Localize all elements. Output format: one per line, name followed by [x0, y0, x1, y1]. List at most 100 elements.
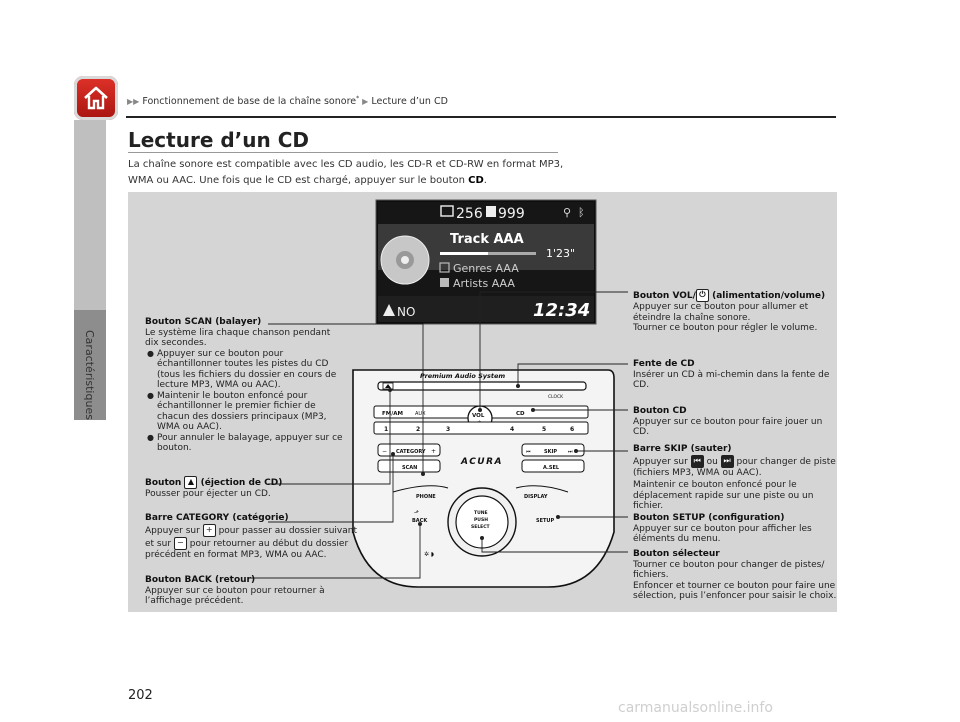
plus-icon: +	[202, 523, 216, 537]
watermark: carmanualsonline.info	[618, 700, 773, 716]
intro-button-name: CD	[468, 175, 484, 186]
label-category-title: Barre CATEGORY (catégorie)	[145, 513, 289, 523]
navigation-icon	[383, 304, 395, 316]
a-sel-label: A.SEL	[543, 465, 560, 471]
label-vol: Bouton VOL/⏻ (alimentation/volume) Appuy…	[633, 289, 833, 334]
preset-1-button: 1	[384, 426, 388, 433]
track-name: Track AAA	[450, 232, 524, 247]
illustration-panel: 256 999 ⚲ ᛒ Track AAA 1'23" Genres AAA A…	[128, 192, 837, 612]
label-eject-desc: Pousser pour éjecter un CD.	[145, 489, 271, 499]
skip-forward-icon: ⏭	[720, 454, 734, 468]
track-time: 1'23"	[546, 247, 575, 260]
footnote-mark: *	[356, 95, 360, 102]
fm-am-button: FM/AM	[382, 411, 403, 417]
label-back-title: Bouton BACK (retour)	[145, 575, 256, 585]
label-category-text: pour passer au dossier suivant	[218, 525, 357, 536]
page-title: Lecture d’un CD	[128, 128, 309, 152]
label-cd-desc: Appuyer sur ce bouton pour faire jouer u…	[633, 416, 823, 438]
label-eject-title: Bouton	[145, 478, 182, 488]
nav-direction: NO	[397, 305, 415, 319]
label-category: Barre CATEGORY (catégorie) Appuyer sur +…	[145, 513, 360, 560]
preset-row	[373, 421, 589, 435]
genre-icon	[439, 262, 450, 273]
intro-end: .	[483, 175, 487, 186]
back-button: BACK	[412, 518, 428, 524]
label-setup: Bouton SETUP (configuration) Appuyer sur…	[633, 513, 833, 545]
preset-5-button: 5	[542, 426, 546, 433]
folder-icon	[440, 205, 454, 217]
music-note-icon	[486, 206, 496, 217]
category-label: CATEGORY	[396, 449, 426, 455]
push-label: PUSH	[474, 517, 488, 523]
home-button[interactable]	[74, 76, 118, 120]
preset-6-button: 6	[570, 426, 574, 433]
tune-label: TUNE	[474, 510, 488, 516]
label-vol-title-end: (alimentation/volume)	[712, 291, 826, 301]
label-slot-title: Fente de CD	[633, 359, 695, 369]
label-skip: Barre SKIP (sauter) Appuyer sur ⏮ ou ⏭ p…	[633, 444, 837, 512]
leader-lines	[248, 291, 628, 579]
label-skip-text: ou	[706, 456, 718, 467]
preset-2-button: 2	[416, 426, 420, 433]
breadcrumb-arrow-icon: ▶▶	[127, 97, 140, 107]
category-minus-icon: −	[382, 448, 387, 455]
home-icon	[84, 86, 108, 110]
label-skip-title: Barre SKIP (sauter)	[633, 444, 732, 454]
list-item: Appuyer sur ce bouton pour échantillonne…	[147, 349, 345, 391]
skip-forward-icon: ⏭	[568, 449, 573, 455]
usb-icon: ⚲	[563, 206, 571, 219]
audio-display: 256 999 ⚲ ᛒ Track AAA 1'23" Genres AAA A…	[375, 199, 597, 325]
artist-name: Artists AAA	[453, 277, 515, 290]
label-scan: Bouton SCAN (balayer) Le système lira ch…	[145, 317, 345, 454]
back-arrow-icon: ⬏	[414, 509, 419, 516]
breadcrumb: ▶▶ Fonctionnement de base de la chaîne s…	[127, 95, 448, 107]
side-tab-section	[74, 120, 106, 310]
header-rule	[126, 116, 836, 118]
brand-line: Premium Audio System	[420, 372, 505, 380]
label-cd-title: Bouton CD	[633, 406, 687, 416]
list-item: Pour annuler le balayage, appuyer sur ce…	[147, 433, 345, 454]
minus-icon: −	[173, 536, 187, 550]
label-eject: Bouton ▲ (éjection de CD) Pousser pour é…	[145, 476, 345, 500]
intro-text: La chaîne sonore est compatible avec les…	[128, 157, 578, 189]
clock-button: CLOCK	[548, 394, 564, 400]
aux-button: AUX	[415, 411, 426, 417]
cd-slot	[377, 381, 587, 391]
skip-back-icon: ⏮	[690, 454, 704, 468]
display-button: DISPLAY	[524, 494, 548, 500]
label-scan-list: Appuyer sur ce bouton pour échantillonne…	[145, 349, 345, 454]
bluetooth-icon: ᛒ	[578, 206, 585, 219]
label-skip-text: pour changer de piste (fichiers MP3, WMA…	[633, 456, 836, 478]
acura-logo: ACURA	[460, 457, 503, 467]
label-vol-desc: Appuyer sur ce bouton pour allumer et ét…	[633, 302, 809, 323]
side-label: Caractéristiques	[83, 330, 96, 420]
label-selector-desc: Enfoncer et tourner ce bouton pour faire…	[633, 580, 837, 602]
breadcrumb-parent[interactable]: Fonctionnement de base de la chaîne sono…	[142, 96, 357, 108]
label-category-text: et sur	[145, 538, 172, 549]
label-category-text: Appuyer sur	[145, 525, 200, 536]
skip-label: SKIP	[544, 449, 557, 455]
label-back: Bouton BACK (retour) Appuyer sur ce bout…	[145, 575, 340, 607]
breadcrumb-arrow-icon: ▶	[362, 97, 369, 107]
breadcrumb-current: Lecture d’un CD	[371, 96, 448, 108]
skip-back-icon: ⏮	[526, 449, 531, 455]
eject-icon	[385, 384, 391, 388]
artist-icon	[440, 278, 449, 287]
cd-button: CD	[516, 411, 525, 417]
label-selector: Bouton sélecteur Tourner ce bouton pour …	[633, 549, 837, 602]
power-icon: ⏻	[695, 289, 709, 302]
progress-fill	[440, 252, 488, 255]
label-category-text: précédent en format MP3, WMA ou AAC.	[145, 549, 327, 560]
intro-body: La chaîne sonore est compatible avec les…	[128, 159, 564, 186]
audio-unit-illustration: 256 999 ⚲ ᛒ Track AAA 1'23" Genres AAA A…	[248, 199, 628, 588]
label-vol-title: Bouton VOL/	[633, 291, 696, 301]
label-selector-title: Bouton sélecteur	[633, 549, 720, 559]
phone-button: PHONE	[416, 494, 436, 500]
label-scan-title: Bouton SCAN (balayer)	[145, 317, 262, 327]
folder-count: 256	[456, 206, 483, 222]
label-slot-desc: Insérer un CD à mi-chemin dans la fente …	[633, 369, 830, 391]
skip-bar	[521, 443, 585, 457]
scan-button	[377, 459, 441, 473]
label-slot: Fente de CD Insérer un CD à mi-chemin da…	[633, 359, 833, 391]
side-tab-active[interactable]	[74, 310, 106, 420]
